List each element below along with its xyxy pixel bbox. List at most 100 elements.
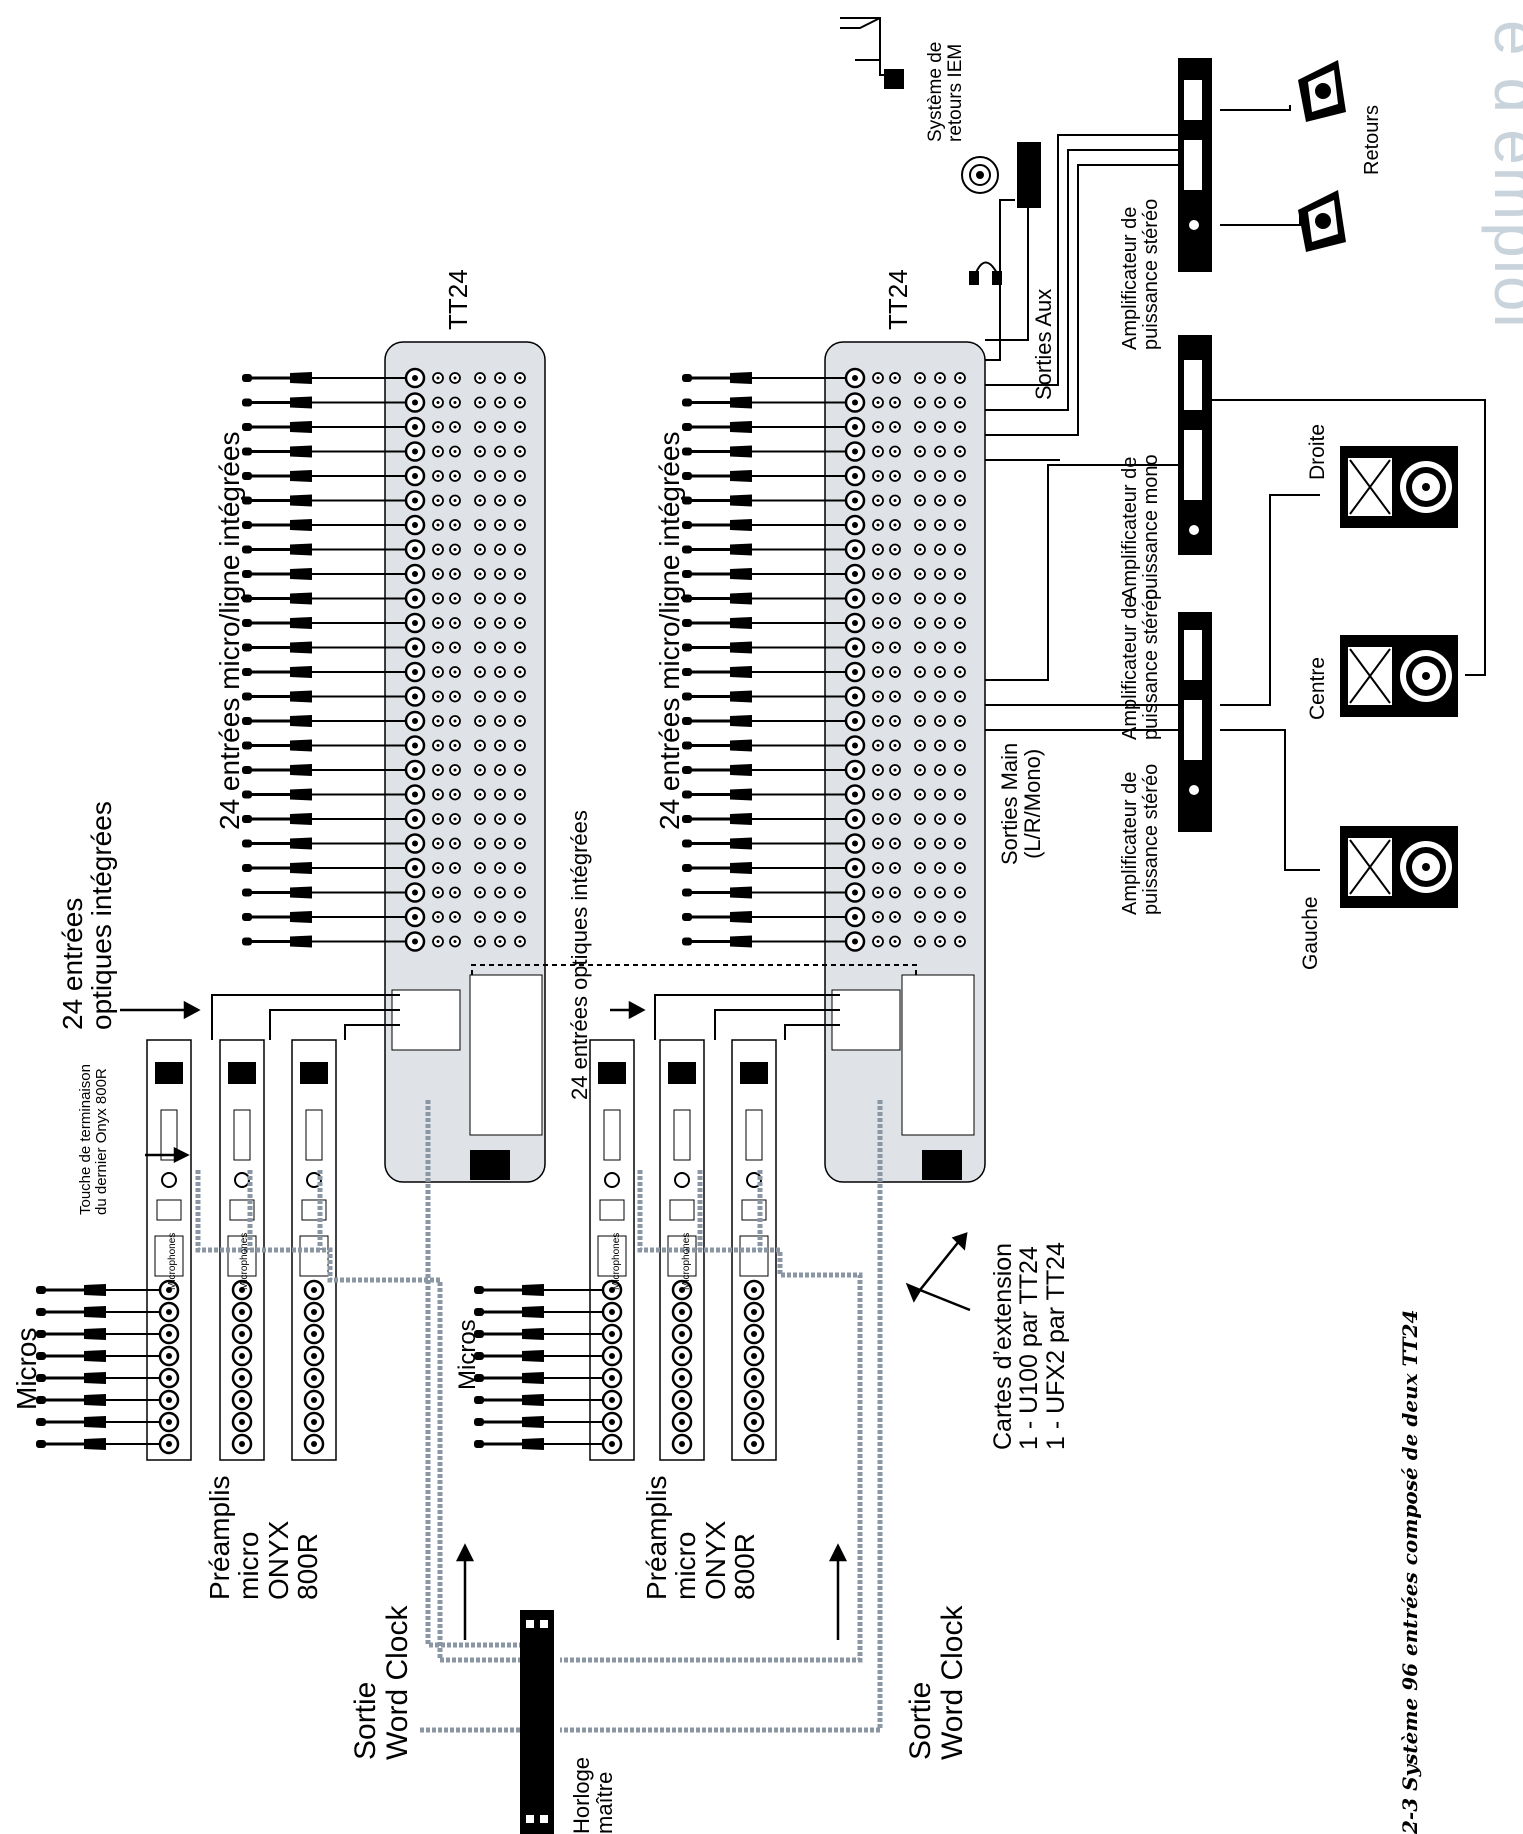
optical-label-bottom: 24 entrées optiques intégrées [567, 810, 592, 1100]
watermark: e d'emploi [1481, 20, 1523, 330]
xlr-input-connector [404, 539, 426, 560]
xlr-input-connector [404, 367, 426, 389]
jack-connector [449, 592, 461, 605]
jack-connector [514, 813, 526, 825]
amp-stereo-main [1178, 612, 1212, 832]
inputs-label-top: 24 entrées micro/ligne intégrées [214, 431, 245, 830]
jack-connector [914, 641, 926, 654]
jack-connector [432, 788, 444, 801]
jack-connector [514, 690, 526, 703]
droite-label: Droite [1306, 423, 1329, 480]
jack-connector [889, 862, 901, 874]
jack-connector [432, 617, 444, 629]
jack-connector [432, 813, 444, 825]
main-outputs [985, 105, 1486, 871]
jack-connector [514, 935, 526, 948]
jack-connector [889, 666, 901, 678]
jack-connector [872, 911, 884, 923]
jack-connector [872, 494, 884, 507]
jack-connector [514, 543, 526, 556]
jack-connector [934, 690, 946, 703]
xlr-input-connector [404, 465, 426, 487]
xlr-input-connector [404, 710, 426, 732]
jack-connector [872, 519, 884, 531]
jack-connector [954, 470, 966, 482]
microphone-icon [240, 713, 314, 729]
jack-connector [474, 568, 486, 580]
centre-label: Centre [1306, 656, 1329, 720]
xlr-input-connector [844, 759, 866, 781]
jack-connector [432, 494, 444, 507]
jack-connector [432, 911, 444, 923]
jack-connector [914, 715, 926, 727]
jack-connector [914, 690, 926, 703]
jack-connector [494, 592, 506, 605]
microphone-icon [680, 811, 754, 827]
jack-connector [494, 543, 506, 556]
jack-connector [514, 470, 526, 482]
xlr-input-connector [844, 784, 866, 805]
xlr-input-connector [844, 882, 866, 903]
jack-connector [474, 739, 486, 752]
jack-connector [494, 862, 506, 874]
jack-connector [449, 690, 461, 703]
jack-connector [449, 445, 461, 458]
jack-connector [872, 666, 884, 678]
xlr-input-connector [844, 637, 866, 658]
jack-connector [514, 396, 526, 409]
microphone-icon [472, 1282, 546, 1298]
jack-connector [432, 592, 444, 605]
microphone-icon [680, 909, 754, 925]
jack-connector [514, 421, 526, 433]
jack-connector [474, 396, 486, 409]
jack-connector [954, 494, 966, 507]
jack-connector [514, 837, 526, 850]
jack-connector [954, 641, 966, 654]
jack-connector [449, 935, 461, 948]
iem-system [840, 17, 1041, 285]
jack-connector [514, 445, 526, 458]
jack-connector [494, 421, 506, 433]
jack-connector [474, 617, 486, 629]
microphone-icon [680, 934, 754, 949]
microphone-icon [680, 566, 754, 582]
jack-connector [954, 886, 966, 899]
microphone-icon [240, 738, 314, 753]
microphone-icon [240, 762, 314, 778]
jack-connector [914, 666, 926, 678]
jack-connector [474, 543, 486, 556]
jack-connector [934, 396, 946, 409]
jack-connector [494, 519, 506, 531]
xlr-input-connector [844, 514, 866, 536]
jack-connector [914, 470, 926, 482]
microphone-icon [680, 713, 754, 729]
xlr-input-connector [844, 465, 866, 487]
jack-connector [432, 372, 444, 384]
jack-connector [474, 494, 486, 507]
micros-label-top: Micros [11, 1327, 42, 1410]
jack-connector [449, 396, 461, 409]
jack-connector [934, 715, 946, 727]
xlr-input-connector [404, 906, 426, 928]
jack-connector [914, 837, 926, 850]
jack-connector [889, 494, 901, 507]
jack-connector [514, 715, 526, 727]
jack-connector [954, 421, 966, 433]
microphone-icon [680, 419, 754, 435]
jack-connector [914, 445, 926, 458]
jack-connector [494, 690, 506, 703]
jack-connector [954, 837, 966, 850]
micros-label-bottom: Micros [454, 1319, 481, 1390]
jack-connector [914, 739, 926, 752]
jack-connector [432, 568, 444, 580]
jack-connector [449, 911, 461, 923]
microphone-icon [472, 1326, 546, 1342]
microphone-icon [240, 689, 314, 704]
jack-connector [889, 592, 901, 605]
jack-connector [889, 911, 901, 923]
xlr-input-connector [844, 612, 866, 634]
